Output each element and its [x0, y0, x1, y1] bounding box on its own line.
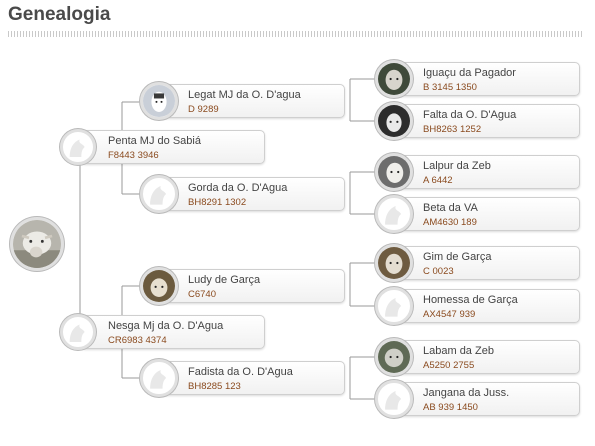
gg-name: Gim de Garça [423, 251, 492, 263]
dam-dam-name: Fadista da O. D'Agua [188, 366, 293, 378]
gg-registration: A5250 2755 [423, 360, 475, 371]
sire-dam-photo-placeholder [140, 175, 178, 213]
gg-card-2[interactable]: Lalpur da Zeb A 6442 [395, 155, 580, 189]
gg-name: Iguaçu da Pagador [423, 67, 516, 79]
dam-sire-name: Ludy de Garça [188, 274, 261, 286]
gg-photo-placeholder-3 [375, 195, 413, 233]
gg-name: Jangana da Juss. [423, 387, 510, 399]
sire-sire-registration: D 9289 [188, 104, 219, 115]
gg-photo-placeholder-7 [375, 380, 413, 418]
dam-photo-placeholder [60, 314, 96, 350]
gg-card-3[interactable]: Beta da VA AM4630 189 [395, 197, 580, 231]
placeholder-icon [385, 391, 402, 410]
dam-sire-card[interactable]: Ludy de Garça C6740 [160, 269, 345, 303]
root-animal-photo[interactable] [10, 217, 64, 271]
gg-card-6[interactable]: Labam da Zeb A5250 2755 [395, 340, 580, 374]
gg-name: Homessa de Garça [423, 294, 518, 306]
gg-photo-1[interactable] [375, 102, 413, 140]
cow-photo-icon [378, 63, 410, 95]
gg-registration: AM4630 189 [423, 217, 477, 228]
sire-dam-name: Gorda da O. D'Agua [188, 182, 288, 194]
gg-name: Falta da O. D'Agua [423, 109, 517, 121]
placeholder-icon [385, 206, 402, 225]
placeholder-icon [150, 370, 167, 389]
gg-name: Labam da Zeb [423, 345, 494, 357]
dam-card[interactable]: Nesga Mj da O. D'Agua CR6983 4374 [80, 315, 265, 349]
sire-photo-placeholder [60, 129, 96, 165]
sire-sire-photo[interactable] [140, 82, 178, 120]
gg-card-1[interactable]: Falta da O. D'Agua BH8263 1252 [395, 104, 580, 138]
dam-dam-photo-placeholder [140, 359, 178, 397]
gg-photo-4[interactable] [375, 244, 413, 282]
dam-dam-card[interactable]: Fadista da O. D'Agua BH8285 123 [160, 361, 345, 395]
gg-photo-6[interactable] [375, 338, 413, 376]
gg-card-7[interactable]: Jangana da Juss. AB 939 1450 [395, 382, 580, 416]
dam-sire-registration: C6740 [188, 289, 216, 300]
cow-photo-icon [378, 247, 410, 279]
gg-photo-placeholder-5 [375, 287, 413, 325]
gg-registration: BH8263 1252 [423, 124, 482, 135]
dam-dam-registration: BH8285 123 [188, 381, 241, 392]
page-title: Genealogia [8, 4, 111, 25]
cow-photo-icon [378, 156, 410, 188]
cow-photo-icon [143, 270, 175, 302]
dam-registration: CR6983 4374 [108, 335, 167, 346]
gg-registration: B 3145 1350 [423, 82, 477, 93]
gg-registration: A 6442 [423, 175, 453, 186]
gg-photo-2[interactable] [375, 153, 413, 191]
gg-name: Beta da VA [423, 202, 478, 214]
gg-card-0[interactable]: Iguaçu da Pagador B 3145 1350 [395, 62, 580, 96]
sire-name: Penta MJ do Sabiá [108, 135, 201, 147]
cow-photo-icon [143, 85, 175, 117]
gg-registration: C 0023 [423, 266, 454, 277]
sire-sire-card[interactable]: Legat MJ da O. D'agua D 9289 [160, 84, 345, 118]
gg-photo-0[interactable] [375, 60, 413, 98]
sire-card[interactable]: Penta MJ do Sabiá F8443 3946 [80, 130, 265, 164]
sire-dam-registration: BH8291 1302 [188, 197, 247, 208]
sire-registration: F8443 3946 [108, 150, 159, 161]
sire-sire-name: Legat MJ da O. D'agua [188, 89, 301, 101]
gg-registration: AX4547 939 [423, 309, 476, 320]
placeholder-icon [69, 324, 85, 342]
cow-photo-icon [13, 220, 61, 268]
placeholder-icon [150, 186, 167, 205]
placeholder-icon [69, 139, 85, 157]
cow-photo-icon [378, 341, 410, 373]
sire-dam-card[interactable]: Gorda da O. D'Agua BH8291 1302 [160, 177, 345, 211]
gg-name: Lalpur da Zeb [423, 160, 491, 172]
cow-photo-icon [378, 105, 410, 137]
dam-sire-photo[interactable] [140, 267, 178, 305]
placeholder-icon [385, 298, 402, 317]
dam-name: Nesga Mj da O. D'Agua [108, 320, 224, 332]
title-divider [8, 31, 584, 37]
gg-card-4[interactable]: Gim de Garça C 0023 [395, 246, 580, 280]
gg-registration: AB 939 1450 [423, 402, 478, 413]
gg-card-5[interactable]: Homessa de Garça AX4547 939 [395, 289, 580, 323]
